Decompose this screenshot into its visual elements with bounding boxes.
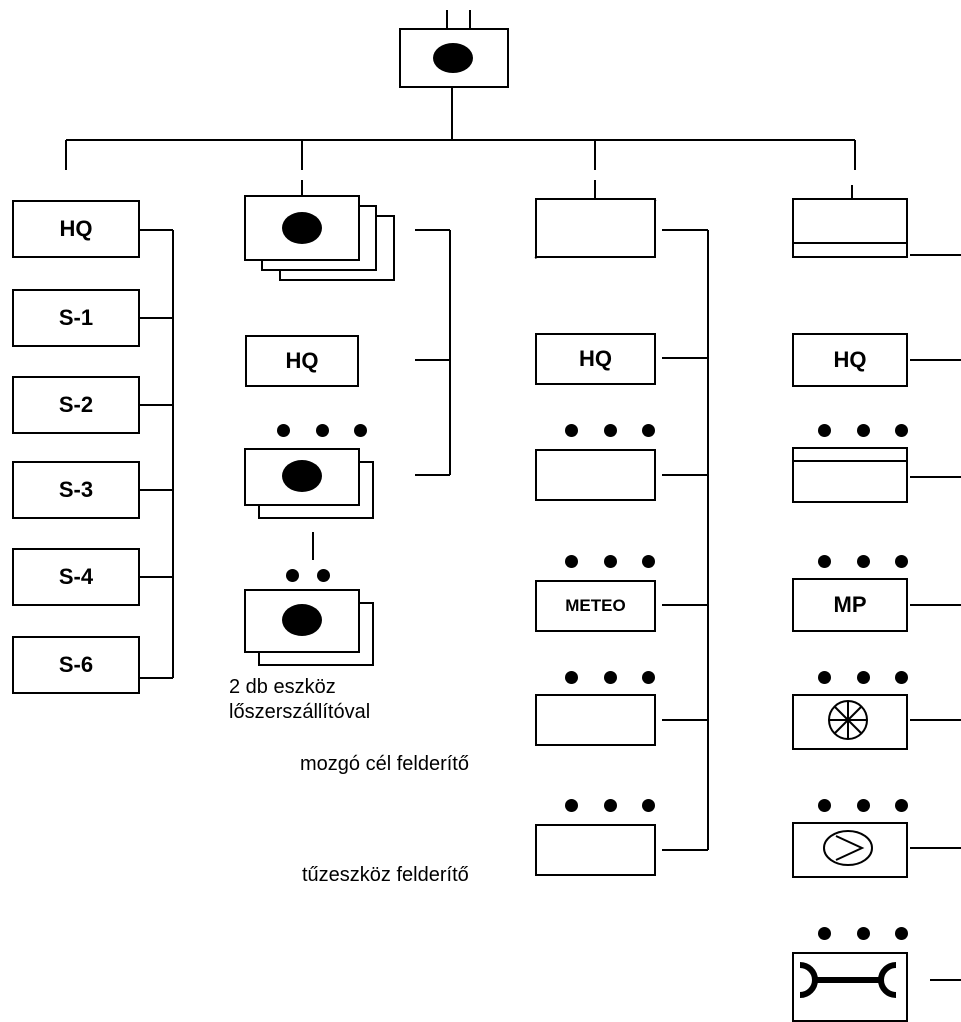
staff-s1-label: S-1 xyxy=(58,305,94,330)
column3-moving-target-dots-icon xyxy=(565,670,655,684)
column3-fills xyxy=(576,215,620,858)
column2-hq-box: HQ xyxy=(245,335,359,387)
maintenance-unit-box xyxy=(792,952,908,1022)
meteo-label: METEO xyxy=(565,596,626,615)
observation-post-box xyxy=(535,449,656,501)
column4-medical-dots-icon xyxy=(818,670,908,684)
connector-lines xyxy=(65,10,961,981)
staff-s3-box: S-3 xyxy=(12,461,140,519)
root-unit-dot-icon xyxy=(433,43,473,73)
column4-supply-dots-icon xyxy=(818,423,908,437)
column4-support-unit-box xyxy=(792,198,908,258)
moving-target-caption: mozgó cél felderítő xyxy=(300,753,469,775)
artillery-locating-caption: tűzeszköz felderítő xyxy=(302,864,469,886)
column4-symbols xyxy=(792,242,906,998)
column2-battery-dots-icon xyxy=(277,423,367,437)
column4-transport-dots-icon xyxy=(818,798,908,812)
column3-symbols xyxy=(534,199,657,865)
medical-unit-box xyxy=(792,694,908,750)
column4-hq-box: HQ xyxy=(792,333,908,387)
transport-unit-box xyxy=(792,822,908,878)
column2-section-dots-icon xyxy=(286,568,330,582)
column1-hq-label: HQ xyxy=(59,216,93,241)
moving-target-radar-box xyxy=(535,694,656,746)
column3-artillery-locating-dots-icon xyxy=(565,798,655,812)
staff-s1-box: S-1 xyxy=(12,289,140,347)
mp-box: MP xyxy=(792,578,908,632)
artillery-locating-radar-box xyxy=(535,824,656,876)
column3-hq-label: HQ xyxy=(579,346,612,371)
column3-unit-box xyxy=(535,198,656,258)
meteo-box: METEO xyxy=(535,580,656,632)
staff-s4-box: S-4 xyxy=(12,548,140,606)
staff-s4-label: S-4 xyxy=(58,564,94,589)
column4-hq-label: HQ xyxy=(833,347,867,372)
staff-s2-label: S-2 xyxy=(58,392,94,417)
column4-mp-dots-icon xyxy=(818,554,908,568)
staff-s6-box: S-6 xyxy=(12,636,140,694)
staff-s3-label: S-3 xyxy=(58,477,94,502)
column4-maintenance-dots-icon xyxy=(818,926,908,940)
column1-hq-box: HQ xyxy=(12,200,140,258)
unit-dots xyxy=(282,212,322,636)
stacked-unit-boxes xyxy=(244,195,395,666)
ammo-caption-line1: 2 db eszköz xyxy=(229,676,336,698)
staff-s6-label: S-6 xyxy=(58,652,94,677)
staff-s2-box: S-2 xyxy=(12,376,140,434)
mp-label: MP xyxy=(833,592,867,617)
column3-hq-box: HQ xyxy=(535,333,656,385)
supply-unit-box xyxy=(792,447,908,503)
ammo-caption-line2: lőszerszállítóval xyxy=(229,701,371,723)
column2-hq-label: HQ xyxy=(285,348,319,373)
column3-observation-dots-icon xyxy=(565,423,655,437)
column3-meteo-dots-icon xyxy=(565,554,655,568)
